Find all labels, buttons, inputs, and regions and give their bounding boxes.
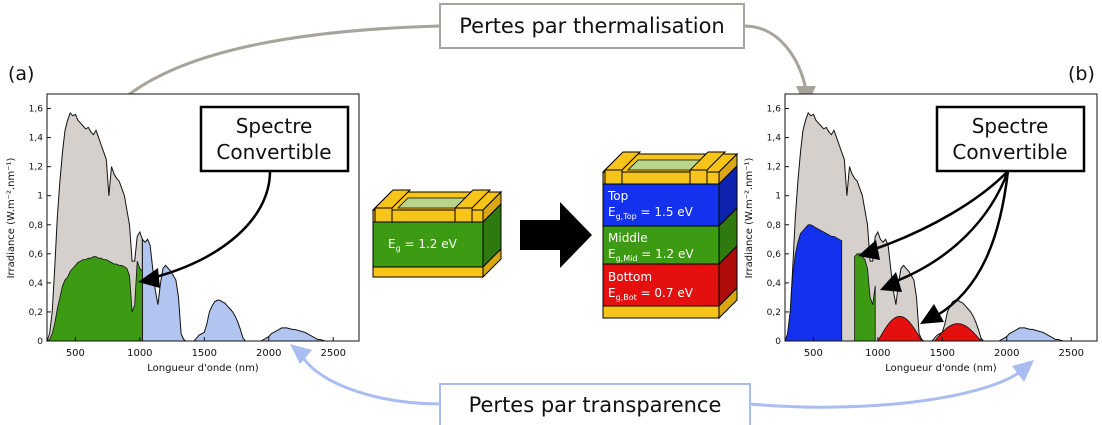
chart-a-callout-arrowhead [138, 268, 160, 288]
transparence-arrow-right [749, 370, 1021, 409]
thermalisation-arrow-right [743, 24, 808, 91]
triple-top-eg: Eg,Top = 1.5 eV [608, 205, 694, 221]
chart-a-callout-arrow [151, 170, 272, 280]
transparence-arrowhead-right [1012, 360, 1034, 382]
chart-a-ytick-label: 1,2 [29, 163, 43, 173]
chart-b-callout-box [935, 105, 1086, 173]
chart-a-xtick-label: 1500 [192, 348, 217, 359]
chart-b-callout-arrow-3 [935, 170, 1010, 318]
transparence-arrow-left [300, 355, 441, 406]
chart-b-xtick-label: 2500 [1058, 348, 1083, 359]
chart-b-ytick-label: 0 [775, 337, 781, 347]
transform-arrow-icon [520, 202, 592, 268]
chart-b-xtick-label: 1500 [930, 348, 955, 359]
chart-b-ytick-label: 1,6 [767, 105, 782, 115]
chart-a-ytick-label: 0,2 [29, 308, 43, 318]
triple-bottom-eg: Eg,Bot = 0.7 eV [608, 286, 694, 302]
chart-b-ytick-label: 0,4 [767, 279, 782, 289]
transparence-box [439, 383, 751, 425]
chart-b-ylabel: Irradiance (W.m⁻².nm⁻¹) [744, 157, 755, 278]
chart-b-ytick-label: 1,4 [767, 134, 782, 144]
chart-a-ytick-label: 1 [37, 192, 43, 202]
chart-b-callout-arrowhead-3 [920, 304, 944, 324]
chart-a-callout-line2: Convertible [216, 140, 331, 164]
thermalisation-arrow-left [102, 24, 441, 119]
chart-a-xlabel: Longueur d'onde (nm) [147, 363, 259, 374]
chart-b-callout-arrow-1 [871, 170, 1009, 252]
single-cell-absorber [372, 221, 484, 268]
chart-a: 500 1000 1500 2000 2500 0 0,2 0,4 0,6 0,8 1 1,2 1,4 1… [6, 93, 360, 374]
chart-a-xtick-label: 2000 [256, 348, 281, 359]
transparence-label: Pertes par transparence [469, 393, 722, 417]
chart-b-xtick-label: 1000 [865, 348, 890, 359]
chart-b-top-cell-region [784, 224, 843, 342]
chart-b-frame [784, 93, 1098, 342]
chart-a-xtick-label: 2500 [320, 348, 345, 359]
panel-label-a: (a) [8, 63, 34, 85]
chart-b-xtick-label: 500 [804, 348, 823, 359]
chart-a-xtick-label: 1000 [127, 348, 152, 359]
chart-b-ytick-label: 1 [775, 192, 781, 202]
chart-b-xtick-label: 2000 [994, 348, 1019, 359]
chart-b-ytick-label: 0,2 [767, 308, 781, 318]
chart-b-ytick-label: 0,6 [767, 250, 782, 260]
panel-label-b: (b) [1068, 63, 1095, 85]
chart-b-callout-arrowhead-2 [880, 272, 902, 292]
chart-b-callout-arrow-2 [893, 170, 1010, 284]
chart-b-xlabel: Longueur d'onde (nm) [885, 363, 997, 374]
single-junction-cell: Eg = 1.2 eV [371, 189, 503, 279]
single-cell-eg: Eg = 1.2 eV [388, 237, 458, 253]
chart-a-ytick-label: 0,8 [29, 221, 44, 231]
chart-a-ytick-label: 1,6 [29, 105, 44, 115]
triple-bottom-name: Bottom [608, 270, 652, 284]
chart-b-callout-line2: Convertible [952, 140, 1067, 164]
triple-middle-name: Middle [608, 231, 648, 245]
chart-a-ytick-label: 0 [37, 337, 43, 347]
chart-b-callout-line1: Spectre [972, 114, 1049, 138]
thermalisation-label: Pertes par thermalisation [459, 14, 725, 38]
chart-a-ytick-label: 0,4 [29, 279, 44, 289]
chart-b-ytick-label: 0,8 [767, 221, 782, 231]
chart-a-ytick-label: 0,6 [29, 250, 44, 260]
chart-a-frame [46, 93, 360, 342]
chart-b-ytick-label: 1,2 [767, 163, 781, 173]
chart-a-ylabel: Irradiance (W.m⁻².nm⁻¹) [6, 157, 17, 278]
chart-b-middle-cell-region [854, 253, 876, 342]
chart-a-xtick-label: 500 [66, 348, 85, 359]
triple-junction-cell: Top Eg,Top = 1.5 eV Middle Eg,Mid = 1.2 … [601, 151, 739, 320]
chart-a-callout-box [199, 105, 350, 173]
chart-b: 500 1000 1500 2000 2500 0 0,2 0,4 0,6 0,8 1 1,2 1,4 1… [744, 93, 1098, 374]
triple-top-name: Top [607, 189, 628, 203]
triple-cell-bottom-layer [602, 263, 720, 307]
chart-a-convertible-region [45, 256, 143, 342]
chart-a-callout-line1: Spectre [236, 114, 313, 138]
triple-cell-top-layer [602, 183, 720, 227]
transparence-arrowhead-left [290, 344, 312, 364]
triple-middle-eg: Eg,Mid = 1.2 eV [608, 247, 694, 263]
chart-b-callout-arrowhead-1 [858, 240, 880, 260]
chart-a-ytick-label: 1,4 [29, 134, 44, 144]
triple-cell-middle-layer [602, 225, 720, 265]
